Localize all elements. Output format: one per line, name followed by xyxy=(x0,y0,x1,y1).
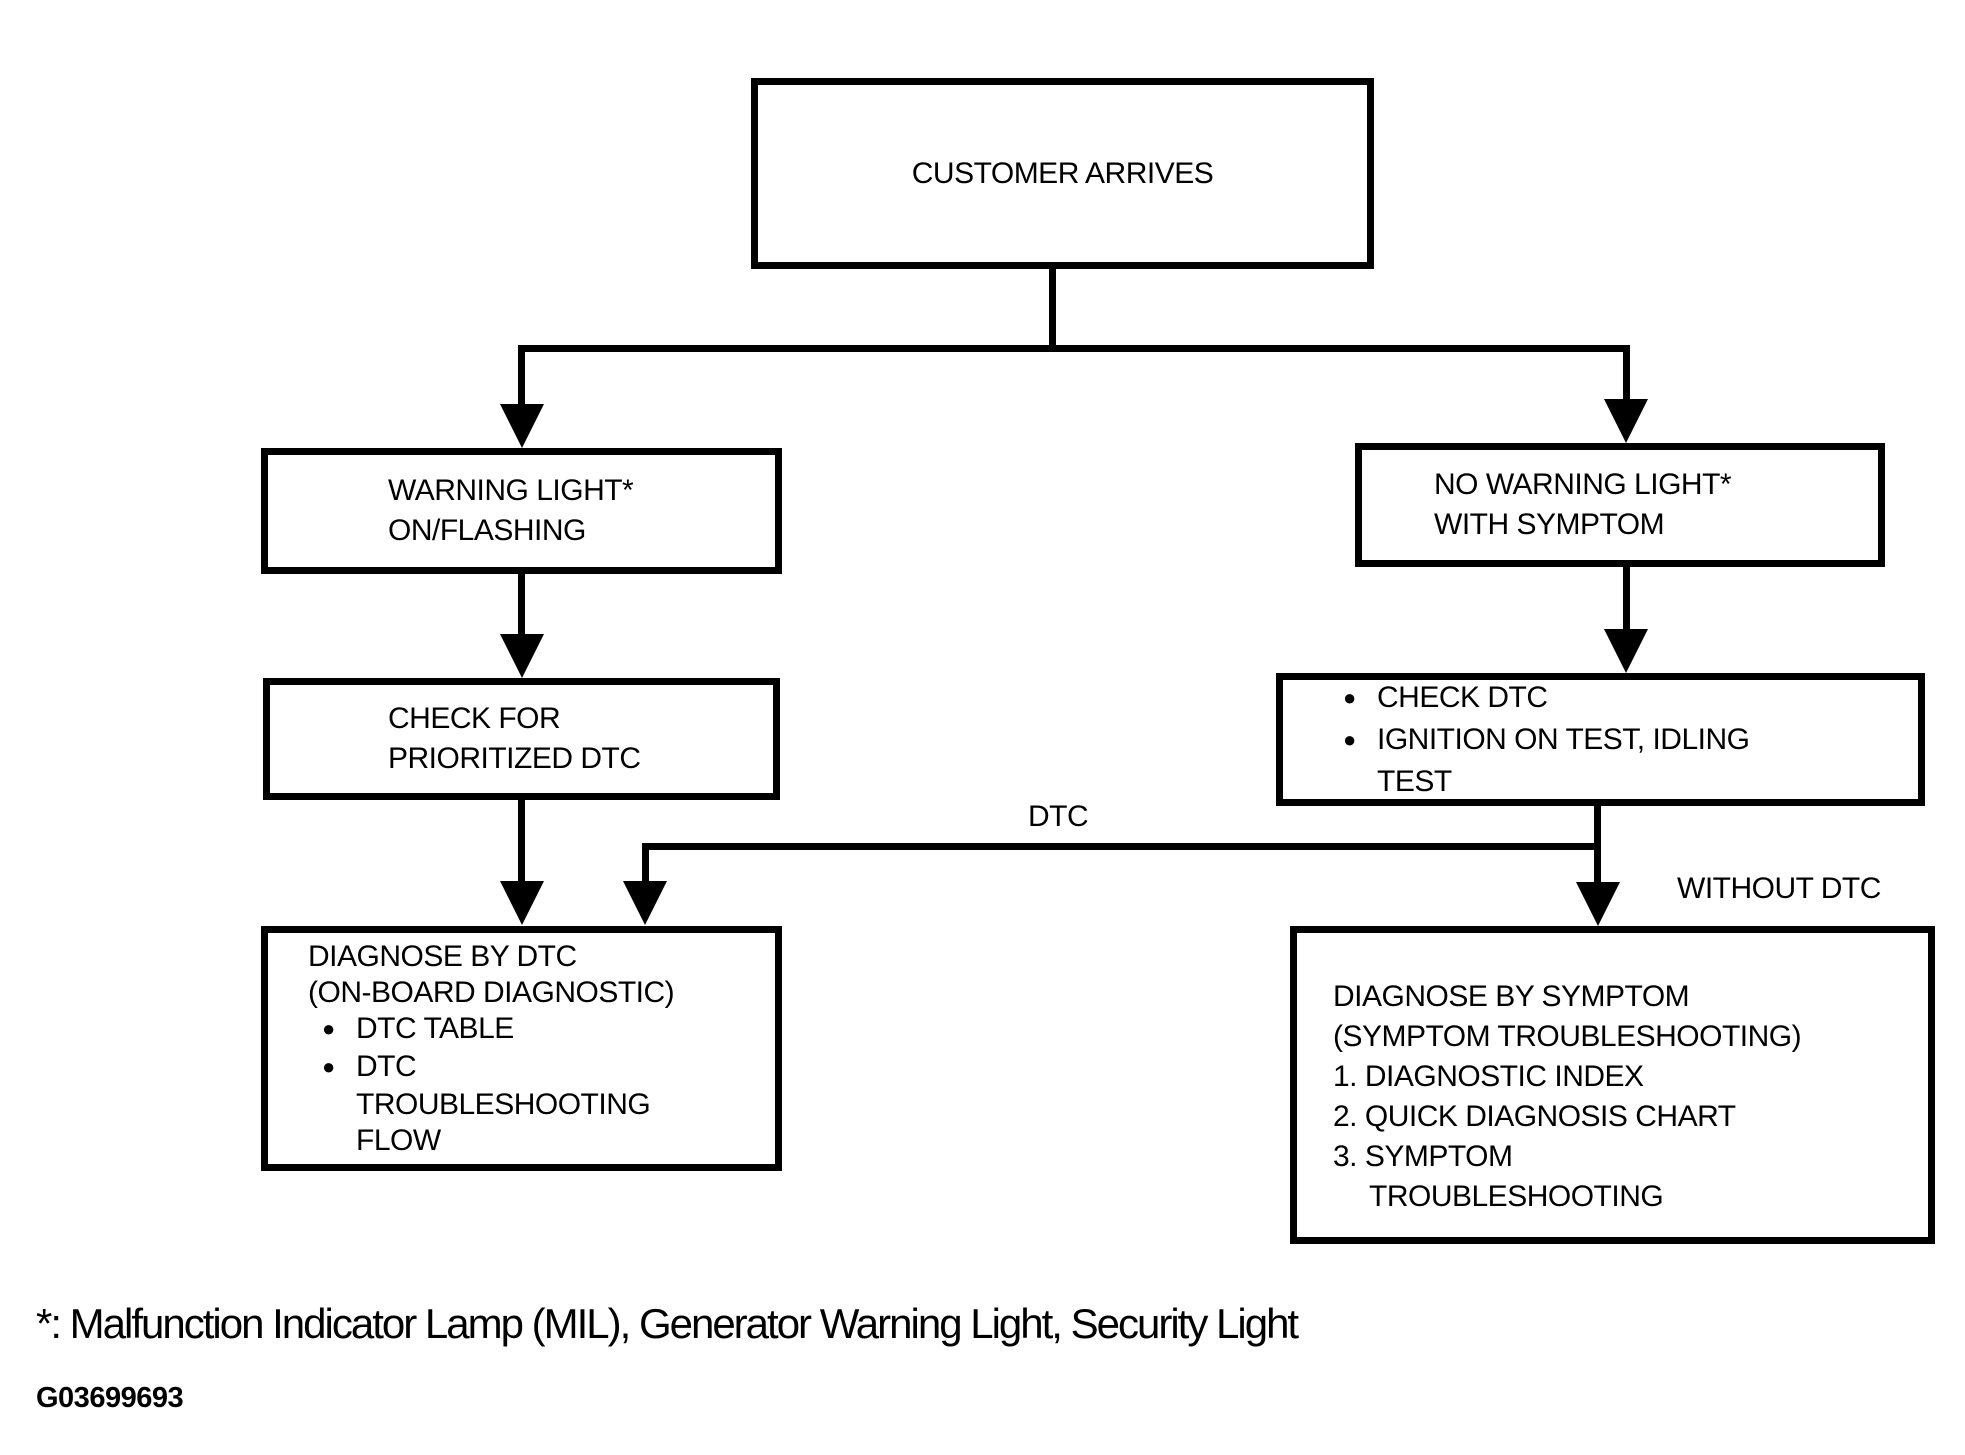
diagnose-symptom-item-3: 3. SYMPTOM xyxy=(1333,1140,1513,1173)
connector-check-to-diagnose-dtc xyxy=(518,800,525,885)
bullet-icon: ● xyxy=(1343,684,1356,710)
diagnose-dtc-item-2-text: DTC xyxy=(356,1049,417,1083)
bullet-icon: ● xyxy=(1343,726,1356,752)
node-check-prioritized-dtc: CHECK FOR PRIORITIZED DTC xyxy=(263,678,780,800)
edge-label-dtc: DTC xyxy=(1028,800,1089,833)
bullet-icon: ● xyxy=(322,1053,335,1079)
node-diagnose-by-symptom: DIAGNOSE BY SYMPTOM (SYMPTOM TROUBLESHOO… xyxy=(1290,926,1935,1244)
node-warning-light: WARNING LIGHT* ON/FLASHING xyxy=(261,448,782,574)
connector-checkdtc-down-stub xyxy=(1594,806,1601,850)
diagnose-dtc-item-1: ● DTC TABLE xyxy=(308,1011,775,1049)
node-warning-light-line-1: WARNING LIGHT* xyxy=(388,474,634,507)
diagnose-symptom-item-3-cont: TROUBLESHOOTING xyxy=(1369,1180,1664,1213)
arrowhead-down-icon xyxy=(1604,399,1648,443)
bullet-icon: ● xyxy=(322,1015,335,1041)
node-check-prioritized-line-2: PRIORITIZED DTC xyxy=(388,742,641,775)
diagnose-symptom-item-2: 2. QUICK DIAGNOSIS CHART xyxy=(1333,1100,1736,1133)
arrowhead-down-icon xyxy=(500,881,544,925)
connector-warning-to-check xyxy=(518,574,525,640)
arrowhead-down-icon xyxy=(500,404,544,448)
node-customer-arrives-label: CUSTOMER ARRIVES xyxy=(911,156,1214,190)
diagnose-symptom-title-1: DIAGNOSE BY SYMPTOM xyxy=(1333,980,1690,1013)
diagnose-dtc-title-1: DIAGNOSE BY DTC xyxy=(308,939,577,973)
node-customer-arrives: CUSTOMER ARRIVES xyxy=(751,78,1374,269)
connector-nowarning-to-checkdtc xyxy=(1623,567,1630,634)
node-diagnose-by-dtc: DIAGNOSE BY DTC (ON-BOARD DIAGNOSTIC) ● … xyxy=(261,926,782,1171)
diagnose-dtc-title-2: (ON-BOARD DIAGNOSTIC) xyxy=(308,975,675,1009)
connector-branch-right-down xyxy=(1623,345,1630,403)
connector-dtc-horizontal xyxy=(642,843,1601,850)
connector-branch-horizontal xyxy=(518,345,1630,352)
node-check-dtc-tests: ● CHECK DTC ● IGNITION ON TEST, IDLING T… xyxy=(1276,673,1925,806)
diagnose-dtc-item-2-cont-1: TROUBLESHOOTING xyxy=(356,1087,651,1121)
connector-customer-down xyxy=(1049,269,1056,348)
arrowhead-down-icon xyxy=(623,881,667,925)
node-check-dtc-item-2-cont: TEST xyxy=(1377,764,1452,798)
node-no-warning-light-line-2: WITH SYMPTOM xyxy=(1434,508,1665,541)
figure-code: G03699693 xyxy=(36,1382,184,1414)
diagnose-dtc-item-1-text: DTC TABLE xyxy=(356,1011,514,1045)
diagnose-symptom-title-2: (SYMPTOM TROUBLESHOOTING) xyxy=(1333,1020,1802,1053)
node-check-dtc-item-2: ● IGNITION ON TEST, IDLING xyxy=(1343,720,1918,762)
arrowhead-down-icon xyxy=(500,634,544,678)
node-check-dtc-item-2-text: IGNITION ON TEST, IDLING xyxy=(1377,722,1750,756)
diagnose-symptom-item-1: 1. DIAGNOSTIC INDEX xyxy=(1333,1060,1644,1093)
node-check-dtc-item-1: ● CHECK DTC xyxy=(1343,678,1918,720)
node-warning-light-line-2: ON/FLASHING xyxy=(388,514,586,547)
connector-dtc-left-down xyxy=(642,843,649,885)
footnote: *: Malfunction Indicator Lamp (MIL), Gen… xyxy=(36,1300,1299,1347)
node-check-prioritized-line-1: CHECK FOR xyxy=(388,702,561,735)
diagnose-dtc-item-2-cont-2: FLOW xyxy=(356,1123,441,1157)
node-no-warning-light-line-1: NO WARNING LIGHT* xyxy=(1434,468,1732,501)
connector-branch-left-down xyxy=(518,345,525,407)
arrowhead-down-icon xyxy=(1576,882,1620,926)
node-check-dtc-item-1-text: CHECK DTC xyxy=(1377,680,1548,714)
diagnose-dtc-item-2: ● DTC xyxy=(308,1049,775,1087)
node-no-warning-light: NO WARNING LIGHT* WITH SYMPTOM xyxy=(1355,443,1885,567)
arrowhead-down-icon xyxy=(1604,629,1648,673)
connector-without-dtc-down xyxy=(1594,843,1601,885)
edge-label-without-dtc: WITHOUT DTC xyxy=(1677,872,1881,905)
